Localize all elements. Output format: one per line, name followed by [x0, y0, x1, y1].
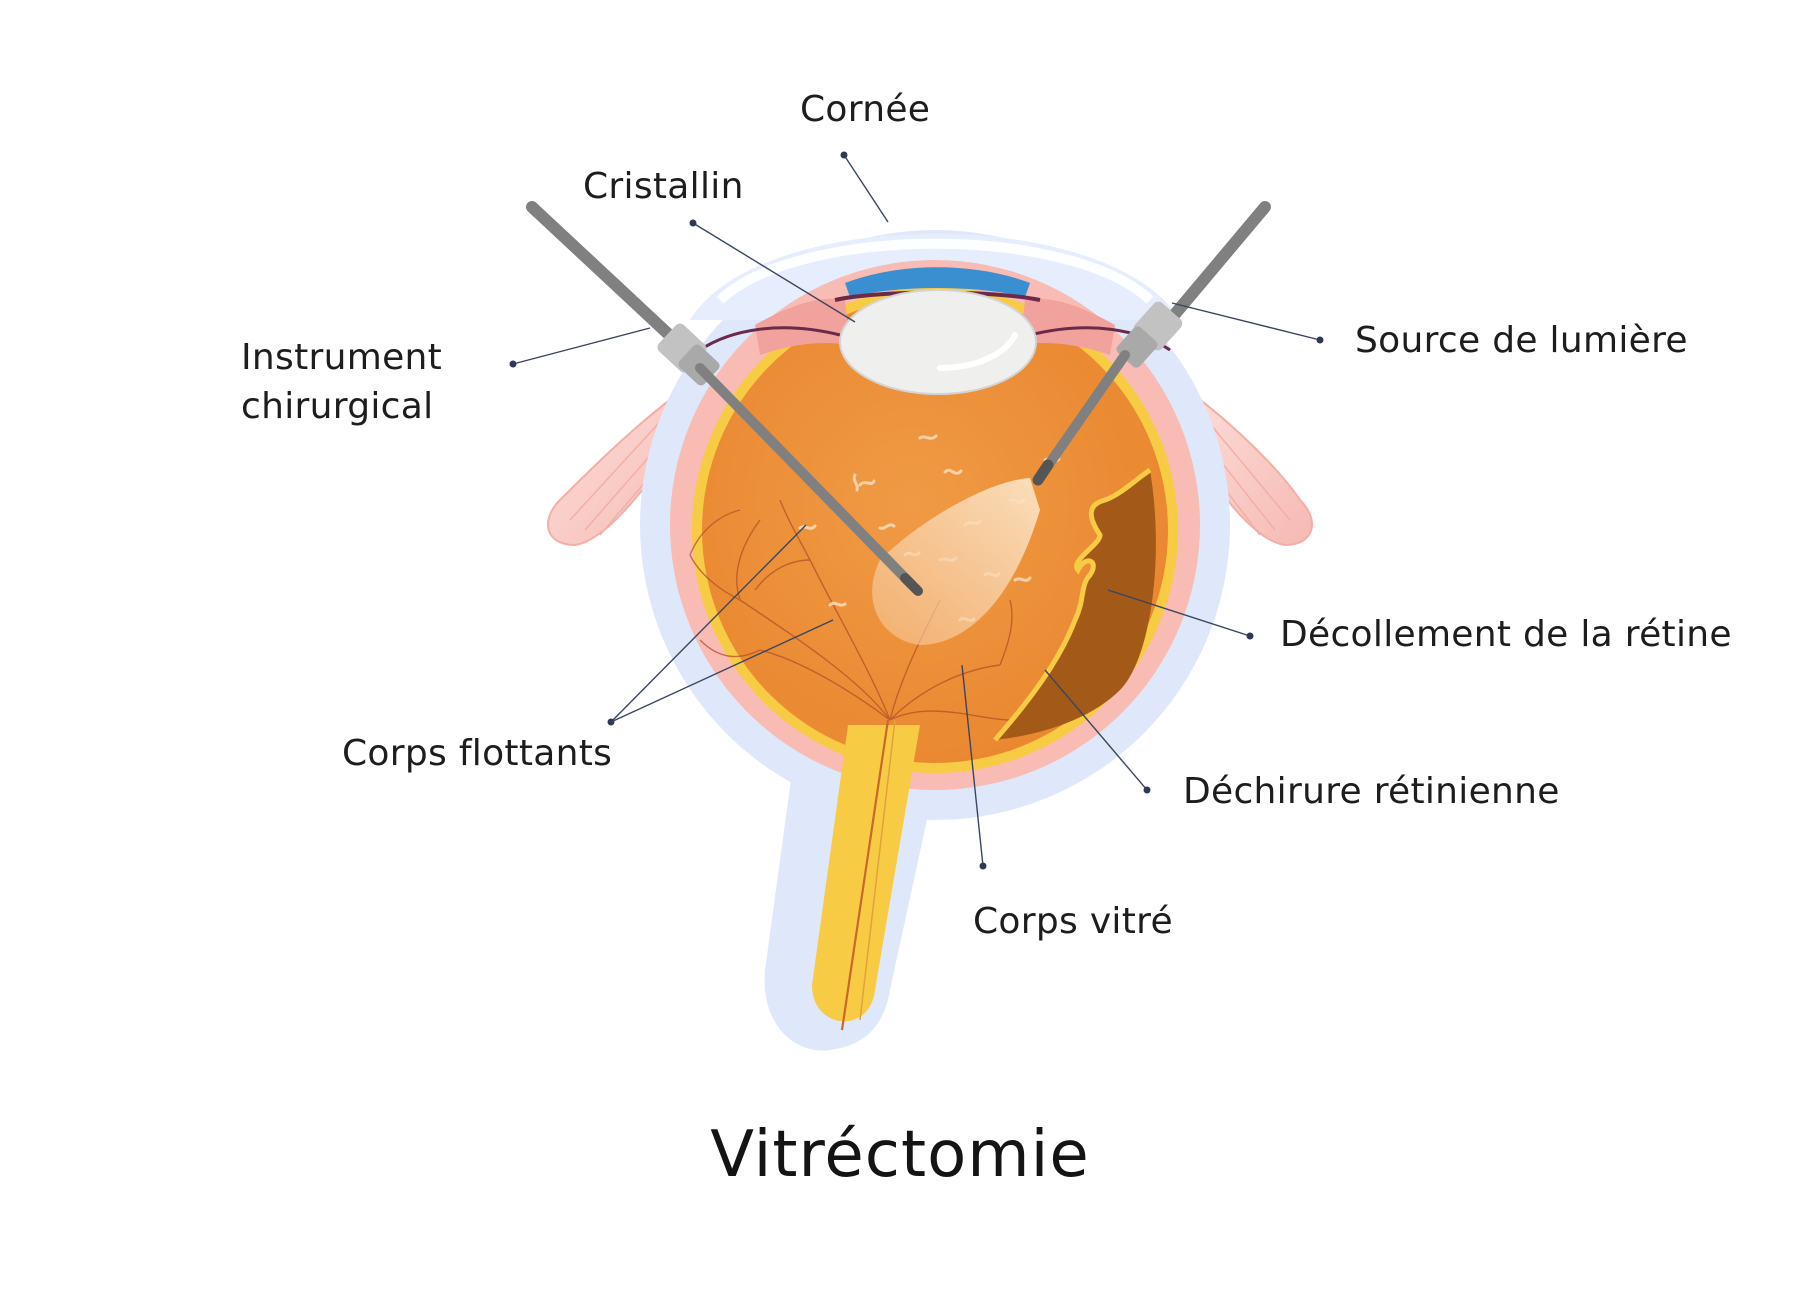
light-beam	[872, 478, 1040, 645]
ciliary-body-left	[755, 298, 850, 355]
ciliary-body-right	[1020, 298, 1115, 355]
surgical-instrument	[526, 201, 923, 596]
diagram-title: Vitréctomie	[710, 1118, 1090, 1192]
light-source-instrument	[1032, 201, 1271, 486]
label-vitreous-body: Corps vitré	[973, 901, 1173, 942]
blood-vessels	[689, 499, 1013, 721]
label-lens: Cristallin	[583, 166, 744, 207]
retinal-detachment	[995, 470, 1156, 740]
cornea-inner	[716, 238, 1154, 304]
iris	[845, 267, 1030, 297]
lens	[839, 289, 1037, 395]
label-floaters: Corps flottants	[342, 733, 613, 774]
label-surgical-instrument-2: chirurgical	[241, 386, 434, 427]
label-light-source: Source de lumière	[1355, 320, 1688, 361]
label-surgical-instrument-1: Instrument	[241, 337, 443, 378]
label-retinal-detachment: Décollement de la rétine	[1280, 614, 1732, 655]
leader-lines	[509, 151, 1324, 870]
label-retinal-tear: Déchirure rétinienne	[1183, 771, 1560, 812]
label-cornea: Cornée	[800, 89, 931, 130]
